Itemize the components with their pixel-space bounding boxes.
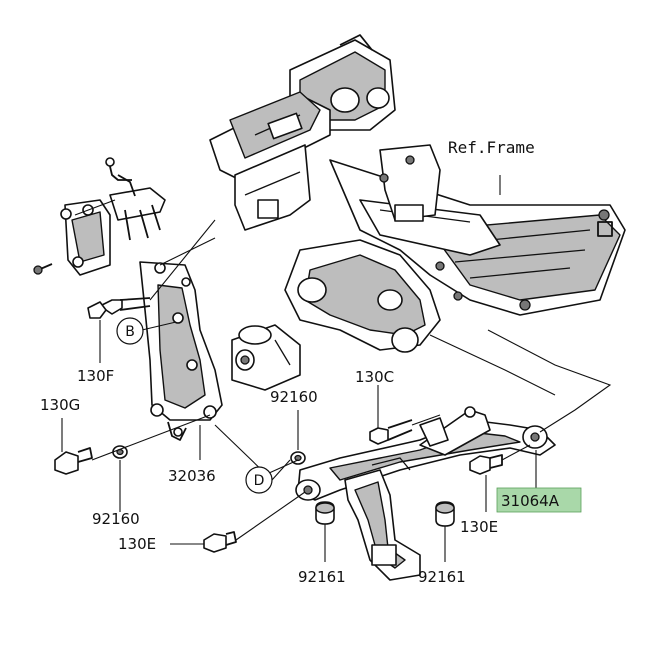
part-92160-left-label: 92160 <box>92 510 140 528</box>
bolt-130G <box>54 447 93 475</box>
main-frame <box>209 34 626 391</box>
callout-d-circle <box>245 466 273 494</box>
part-130F-label: 130F <box>77 367 114 385</box>
leader-lines <box>61 175 537 562</box>
bolt-130E-left <box>203 531 237 553</box>
bracket-32036 <box>139 261 223 441</box>
labels: Ref.Frame B D 130F 130G 92160 32036 9216… <box>40 138 582 586</box>
damper-92161-left <box>315 501 335 525</box>
upper-left-bracket <box>33 157 166 276</box>
damper-92161-right <box>435 501 455 527</box>
ref-frame-label: Ref.Frame <box>448 138 535 157</box>
callout-d: D <box>254 473 265 489</box>
part-130G-label: 130G <box>40 396 80 414</box>
part-130C-label: 130C <box>355 368 394 386</box>
part-130E-right-label: 130E <box>460 518 498 536</box>
part-31064A-highlight <box>496 487 582 513</box>
callout-b-circle <box>116 317 144 345</box>
part-92161-left-label: 92161 <box>298 568 346 586</box>
bolt-130C <box>369 419 413 445</box>
callout-b: B <box>125 324 135 340</box>
part-31064A-label: 31064A <box>501 492 560 510</box>
part-92161-right-label: 92161 <box>418 568 466 586</box>
part-130E-left-label: 130E <box>118 535 156 553</box>
bolt-130F <box>87 297 151 319</box>
part-32036-label: 32036 <box>168 467 216 485</box>
subframe-31064A <box>295 406 556 581</box>
bolt-130E-right <box>469 454 503 475</box>
assembly-lines <box>74 199 612 541</box>
part-92160-mid-label: 92160 <box>270 388 318 406</box>
